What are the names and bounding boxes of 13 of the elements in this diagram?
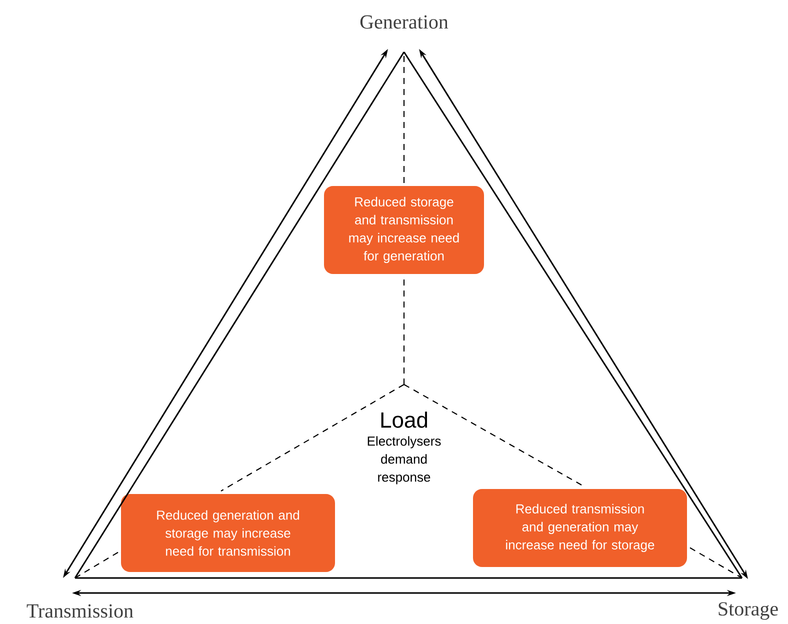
dashed-line xyxy=(74,552,118,578)
callout-box: Reduced storage and transmission may increase need for generation xyxy=(324,186,484,274)
vertex-label: Transmission xyxy=(26,604,134,618)
dashed-line xyxy=(220,384,404,492)
callout-box: Reduced generation and storage may increase need for transmission xyxy=(121,494,335,572)
dashed-line xyxy=(403,277,405,384)
dashed-line xyxy=(404,384,584,486)
callout-box: Reduced transmission and generation may increase need for storage xyxy=(473,488,687,567)
vertex-label: Generation xyxy=(360,15,448,29)
triangle-side xyxy=(75,577,742,579)
dashed-line xyxy=(690,547,742,578)
vertex-label: Storage xyxy=(718,602,778,620)
load-label: Load Electrolysers demand response xyxy=(368,412,441,484)
